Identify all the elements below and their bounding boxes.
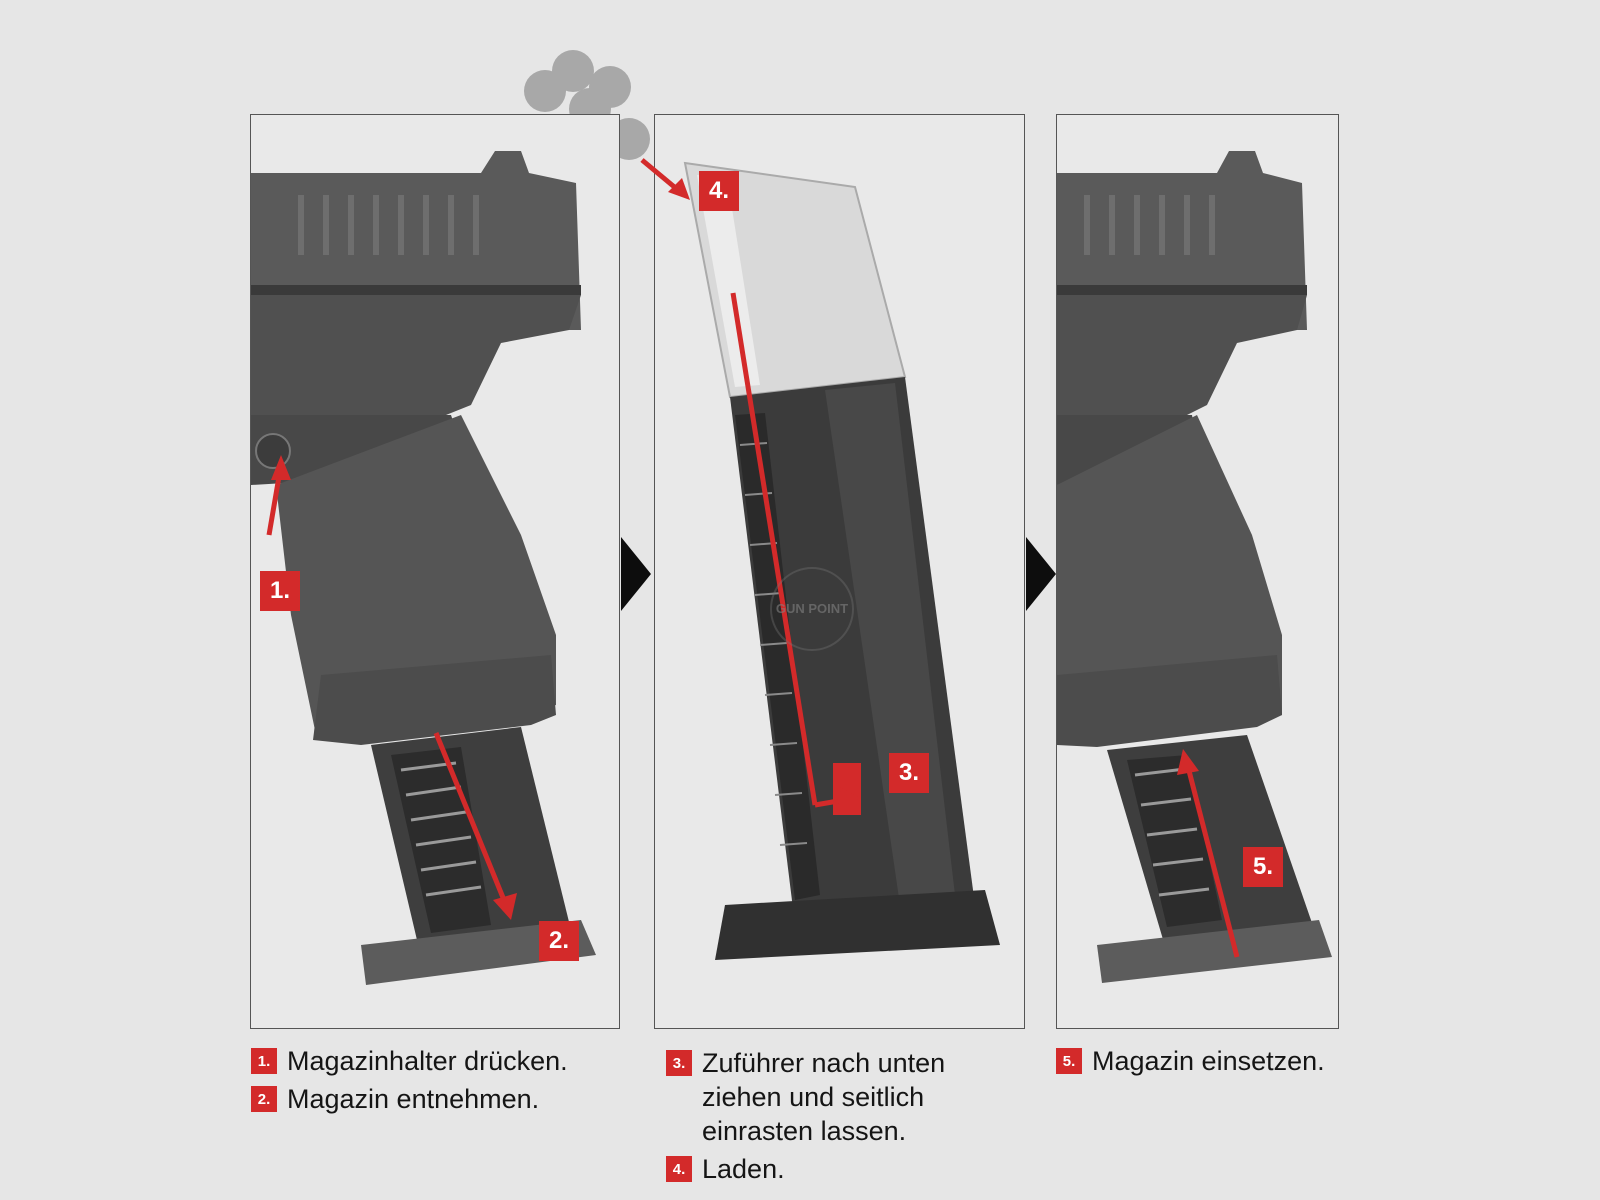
step-badge: 4. [666,1156,692,1182]
list-item: 2. Magazin entnehmen. [251,1082,611,1116]
step-text: Magazinhalter drücken. [287,1046,568,1076]
panel-remove-magazine: 1. 2. [250,114,620,1029]
panel-load-magazine: 4. 3. [654,114,1025,1029]
caption-panel-2: 3. Zuführer nach unten ziehen und seitli… [666,1046,1026,1190]
list-item: 3. Zuführer nach unten ziehen und seitli… [666,1046,1026,1148]
step-4-marker: 4. [699,171,739,211]
caption-panel-1: 1. Magazinhalter drücken. 2. Magazin ent… [251,1044,611,1120]
step-3-marker: 3. [889,753,929,793]
load-arrow-icon [640,158,690,200]
pistol-illustration [251,151,596,985]
gunpoint-logo-icon: GUN POINT [770,567,854,651]
step-text: Zuführer nach unten ziehen und seitlich … [702,1048,946,1146]
step-text: Laden. [702,1154,785,1184]
watermark-text: GUN POINT [775,601,849,616]
list-item: 5. Magazin einsetzen. [1056,1044,1356,1078]
next-step-arrow-icon [621,537,651,611]
next-step-arrow-icon [1026,537,1056,611]
panel-insert-magazine: 5. [1056,114,1339,1029]
pistol-illustration [1057,151,1332,983]
step-text: Magazin einsetzen. [1092,1046,1325,1076]
step-5-marker: 5. [1243,847,1283,887]
step-badge: 5. [1056,1048,1082,1074]
list-item: 4. Laden. [666,1152,1026,1186]
magazine-illustration [683,161,1000,960]
step-2-marker: 2. [539,921,579,961]
step-1-marker: 1. [260,571,300,611]
step-badge: 3. [666,1050,692,1076]
step-text: Magazin entnehmen. [287,1084,540,1114]
step-badge: 2. [251,1086,277,1112]
list-item: 1. Magazinhalter drücken. [251,1044,611,1078]
bb-pellet-icon [552,50,594,92]
caption-panel-3: 5. Magazin einsetzen. [1056,1044,1356,1082]
step-badge: 1. [251,1048,277,1074]
